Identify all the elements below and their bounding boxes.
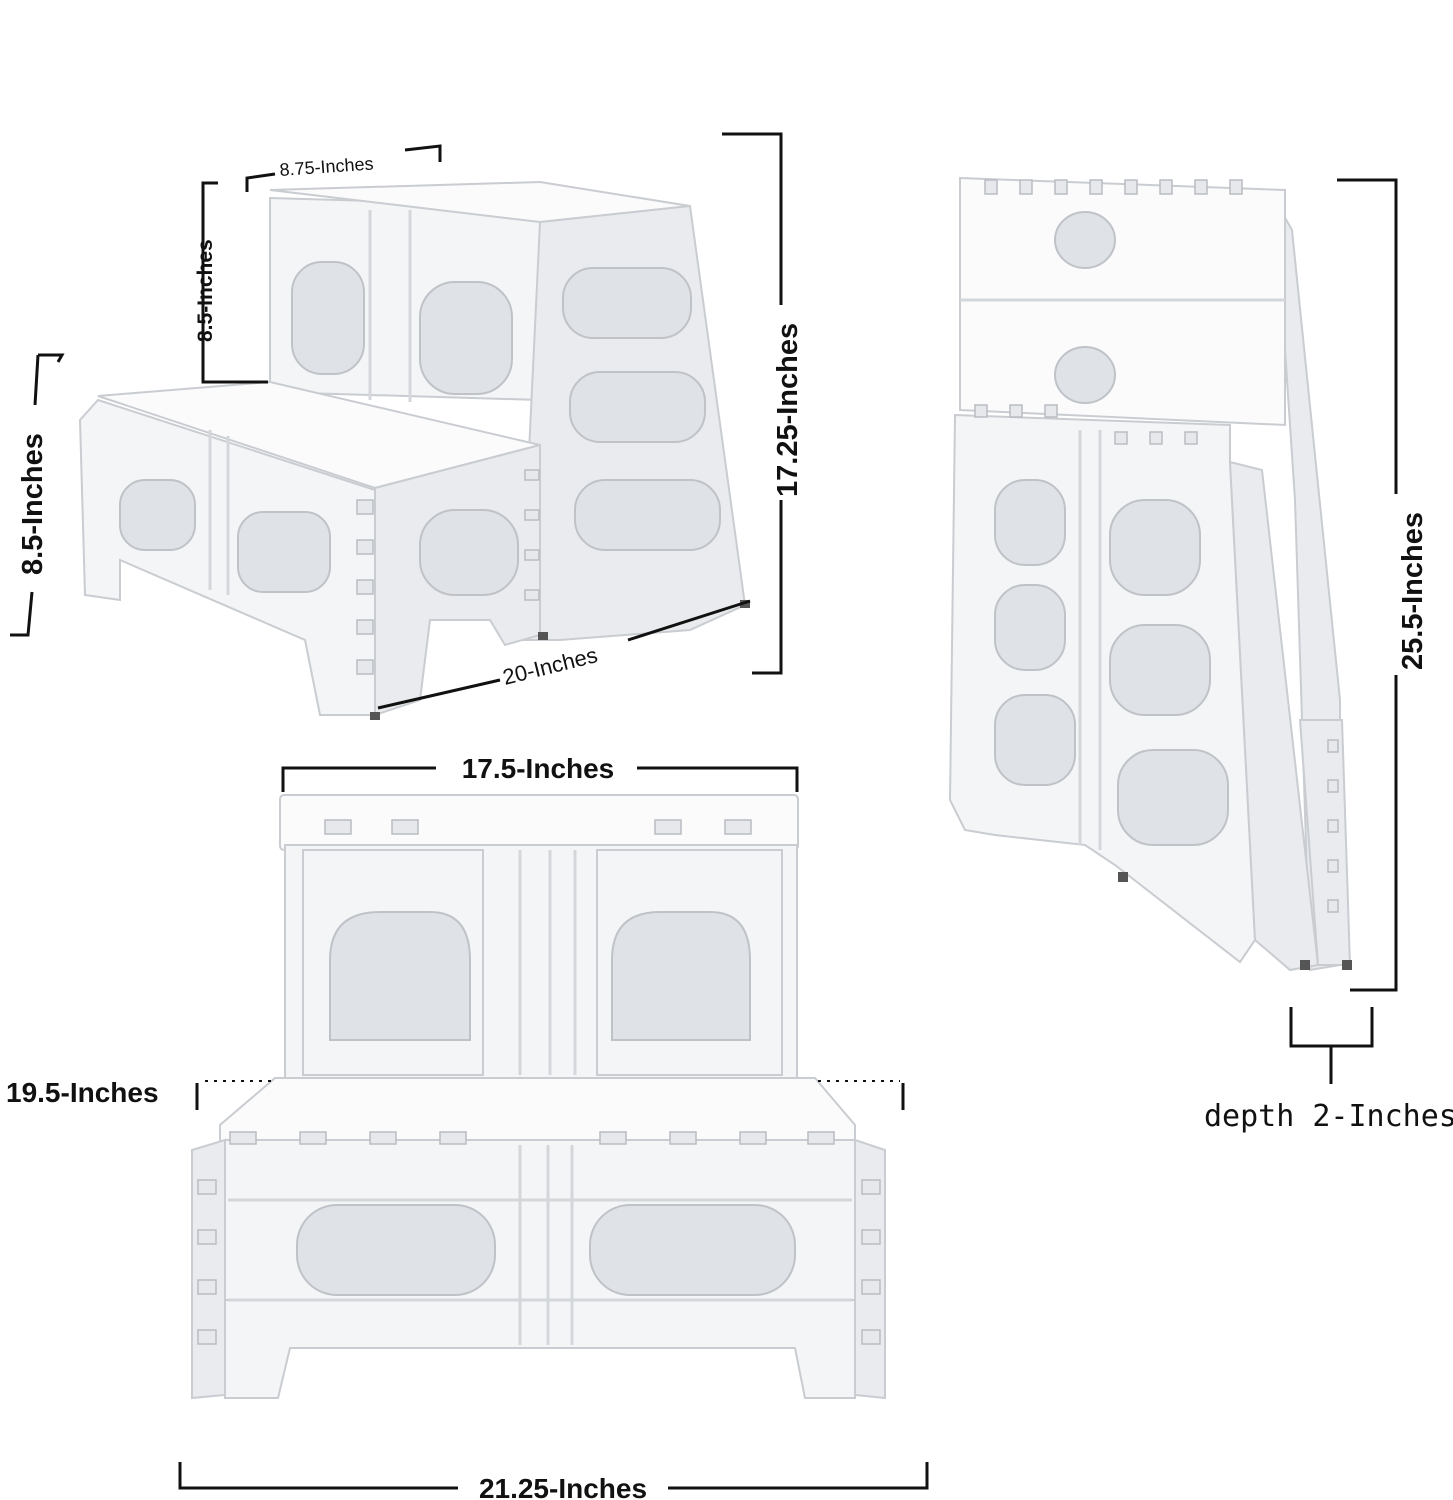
label-folded-height: 25.5-Inches <box>1397 512 1429 670</box>
folded-stool-view <box>948 176 1352 972</box>
label-base-width: 21.25-Inches <box>479 1473 647 1500</box>
label-total-height: 17.25-Inches <box>772 323 804 497</box>
label-top-width: 8.75-Inches <box>279 153 374 180</box>
label-upper-step-height: 8.5-Inches <box>194 239 217 342</box>
angled-stool-view <box>78 180 750 720</box>
dimension-lines-folded <box>1289 178 1398 1084</box>
front-stool-view <box>191 794 886 1400</box>
dimension-lines-angled <box>10 132 783 710</box>
label-folded-depth: depth 2-Inches <box>1204 1099 1453 1134</box>
label-lower-step-height: 8.5-Inches <box>17 433 49 575</box>
label-side-depth: 20-Inches <box>500 642 600 690</box>
label-front-height: 19.5-Inches <box>6 1077 159 1108</box>
dimension-lines-front <box>178 766 929 1490</box>
label-top-front-width: 17.5-Inches <box>462 753 615 784</box>
